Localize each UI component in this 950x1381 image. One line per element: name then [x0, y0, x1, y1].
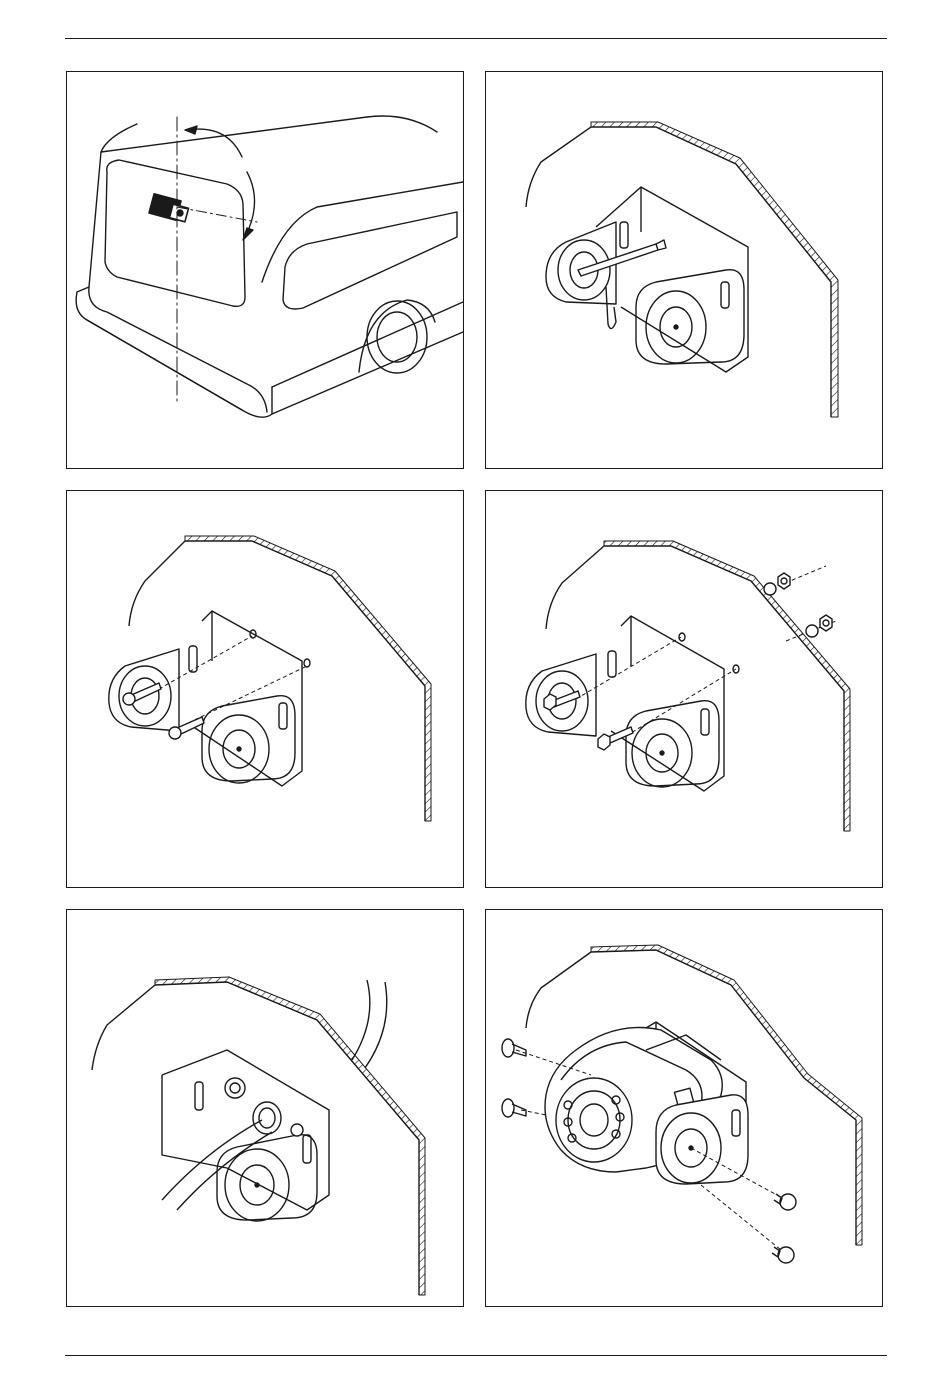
- screw-bracket-icon: [67, 491, 463, 887]
- cable-bracket-icon: [67, 910, 463, 1306]
- drill-bracket-icon: [486, 72, 882, 468]
- panel-camera-attachment: [485, 909, 883, 1307]
- panel-cable-routing: [66, 909, 464, 1307]
- panel-drill-holes: [485, 71, 883, 469]
- panel-screw-fixing: [66, 490, 464, 888]
- bolt-nut-bracket-icon: [486, 491, 882, 887]
- van-rear-camera-icon: [67, 72, 463, 468]
- camera-bracket-icon: [486, 910, 882, 1306]
- footer-rule: [65, 1355, 887, 1356]
- panel-vehicle-mounting: [66, 71, 464, 469]
- panel-bolt-nut-fixing: [485, 490, 883, 888]
- header-rule: [65, 38, 887, 39]
